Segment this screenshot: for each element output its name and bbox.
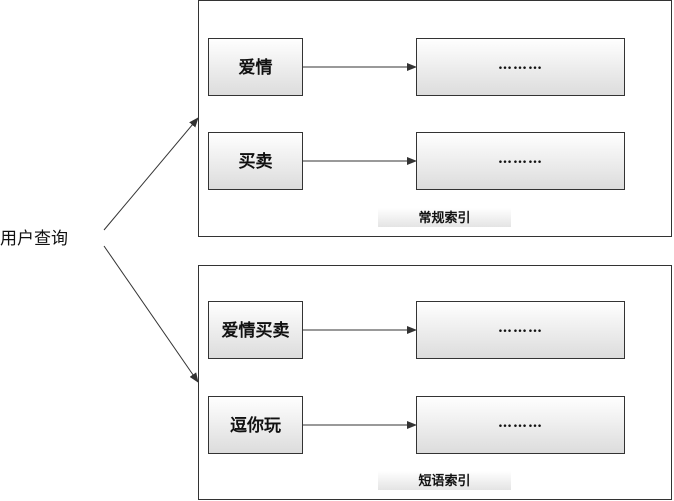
regular-index-box bbox=[198, 0, 672, 237]
postings-node bbox=[416, 132, 625, 190]
phrase-index-row: 逗你玩 ……… bbox=[208, 396, 625, 454]
user-query-label: 用户查询 bbox=[0, 229, 68, 249]
query-to-phrase-index-arrow bbox=[103, 245, 199, 383]
term-node bbox=[208, 396, 303, 454]
phrase-index-box bbox=[198, 265, 672, 500]
phrase-index-row: 爱情买卖 ……… bbox=[208, 301, 625, 359]
term-node bbox=[208, 301, 303, 359]
postings-label: ……… bbox=[498, 415, 543, 431]
term-node bbox=[208, 38, 303, 96]
term-label: 爱情买卖 bbox=[222, 320, 290, 341]
term-label: 买卖 bbox=[239, 151, 273, 172]
postings-label: ……… bbox=[498, 151, 543, 167]
postings-label: ……… bbox=[498, 57, 543, 73]
regular-index-group: 爱情 ……… 买卖 ……… 常规索引 bbox=[198, 0, 672, 237]
postings-node bbox=[416, 396, 625, 454]
query-to-regular-index-arrow bbox=[103, 117, 199, 231]
group-caption: 常规索引 bbox=[418, 210, 470, 226]
group-caption-background bbox=[378, 471, 511, 490]
postings-node bbox=[416, 301, 625, 359]
group-caption: 短语索引 bbox=[418, 473, 470, 489]
group-caption-background bbox=[378, 208, 511, 227]
term-label: 爱情 bbox=[239, 57, 273, 78]
term-node bbox=[208, 132, 303, 190]
phrase-index-group: 爱情买卖 ……… 逗你玩 ……… 短语索引 bbox=[198, 265, 672, 500]
regular-index-row: 爱情 ……… bbox=[208, 38, 625, 96]
postings-node bbox=[416, 38, 625, 96]
postings-label: ……… bbox=[498, 320, 543, 336]
regular-index-row: 买卖 ……… bbox=[208, 132, 625, 190]
term-label: 逗你玩 bbox=[230, 415, 281, 436]
